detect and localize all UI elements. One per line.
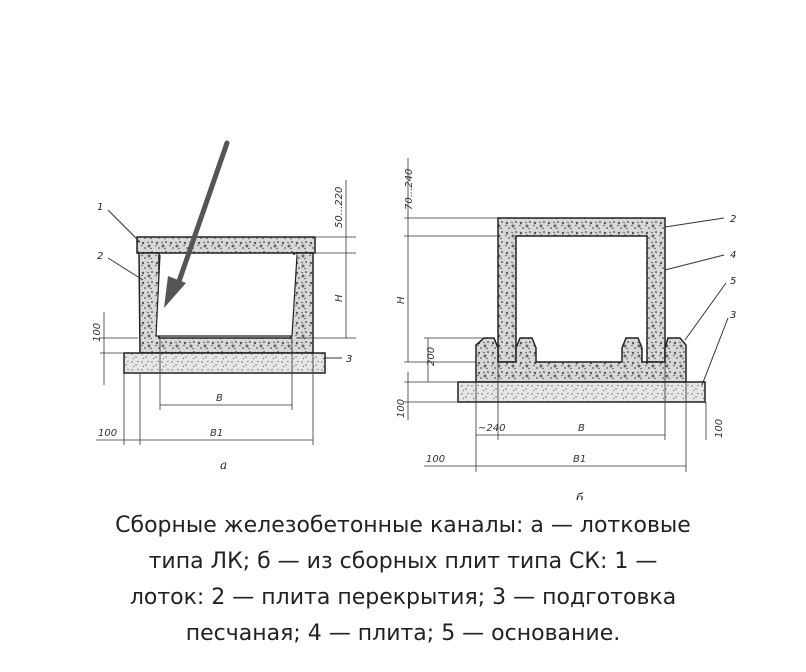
dim-b-outer-width: B1	[573, 454, 586, 465]
dim-b-offset-100: 100	[426, 454, 445, 465]
dim-a-inner-width: B	[216, 393, 223, 404]
leader-5	[684, 282, 727, 341]
figure-b: 2 4 5 3 70...240 H 200 100 ~240 B 100 B1…	[396, 158, 736, 500]
caption-line: лоток: 2 — плита перекрытия; 3 — подгото…	[129, 585, 677, 610]
dim-a-top-thickness: 50...220	[334, 187, 345, 228]
dim-b-offset-240: ~240	[478, 423, 505, 434]
callout-b-3: 3	[730, 310, 736, 321]
callout-a-1: 1	[97, 202, 103, 213]
pointer-arrow	[173, 140, 230, 293]
dim-b-base-100-right: 100	[714, 419, 725, 438]
leader-2	[664, 217, 725, 228]
callout-a-3: 3	[346, 354, 352, 365]
trough-cavity	[155, 254, 298, 337]
cover-slab	[136, 236, 316, 254]
technical-drawing: 1 2 3 50...220 H 100 B B1 100 а	[92, 140, 736, 500]
caption-line: Сборные железобетонные каналы: а — лотко…	[115, 513, 691, 538]
base-plate-ribbed	[475, 337, 687, 383]
dim-b-top-thickness: 70...240	[404, 169, 415, 210]
dim-a-offset-100: 100	[98, 428, 117, 439]
leader-4	[664, 254, 725, 271]
dim-b-height: H	[396, 296, 407, 304]
dim-b-base-100: 100	[396, 399, 407, 418]
caption-line: типа ЛК; б — из сборных плит типа СК: 1 …	[148, 549, 658, 574]
caption-line: песчаная; 4 — плита; 5 — основание.	[185, 621, 621, 646]
leader-1	[107, 209, 141, 243]
figure-a: 1 2 3 50...220 H 100 B B1 100 а	[92, 140, 356, 472]
dim-a-base-100: 100	[92, 323, 103, 342]
callout-a-2: 2	[97, 251, 103, 262]
sublabel-a: а	[220, 458, 227, 472]
leader-2	[107, 257, 144, 281]
callout-b-4: 4	[730, 250, 736, 261]
callout-b-2: 2	[730, 214, 736, 225]
dim-a-outer-width: B1	[210, 428, 223, 439]
pointer-arrowhead	[164, 276, 186, 308]
callout-b-5: 5	[730, 276, 736, 287]
sand-layer	[123, 352, 326, 374]
dim-a-height: H	[334, 294, 345, 302]
leader-3	[701, 317, 729, 386]
figure-caption: Сборные железобетонные каналы: а — лотко…	[10, 508, 796, 652]
sublabel-b: б	[576, 491, 584, 500]
dim-b-inner-width: B	[578, 423, 585, 434]
sand-layer	[457, 381, 706, 403]
dim-b-h200: 200	[426, 347, 437, 366]
